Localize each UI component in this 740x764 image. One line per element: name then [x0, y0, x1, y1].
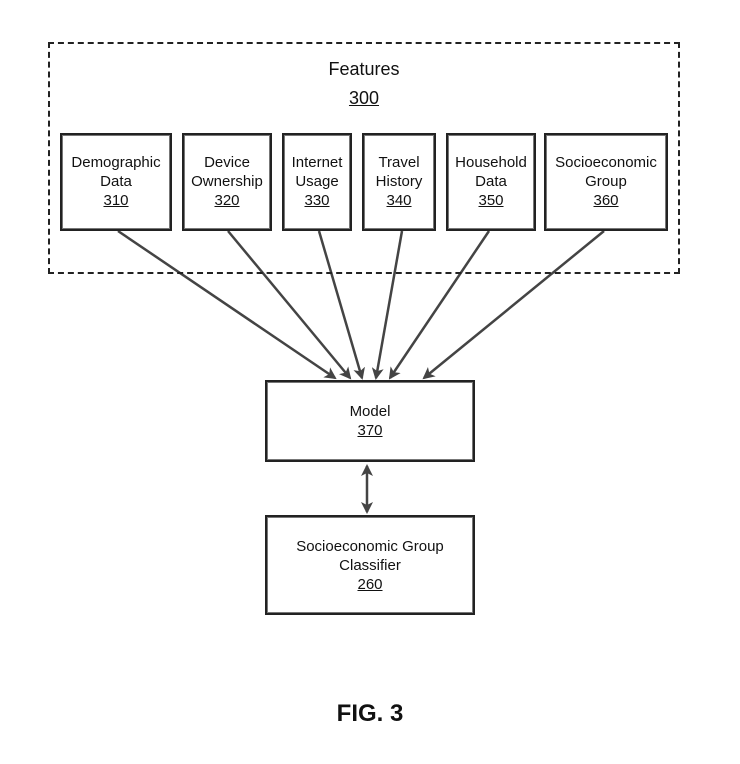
box-label-line2: Data	[475, 173, 507, 190]
box-label-line2: Group	[585, 173, 627, 190]
box-label-line2: Data	[100, 173, 132, 190]
connector-340-370	[371, 230, 404, 380]
socioeconomic-group-box: Socioeconomic Group 360	[544, 133, 668, 231]
box-label-line2: Usage	[295, 173, 339, 190]
box-label-line1: Socioeconomic	[555, 154, 657, 171]
travel-history-box: Travel History 340	[362, 133, 436, 231]
box-label-line2: History	[375, 173, 423, 190]
connector-350-370	[388, 230, 491, 380]
connector-330-370	[317, 230, 365, 380]
box-label-line1: Demographic	[71, 154, 161, 171]
model-ref: 370	[357, 422, 383, 439]
connector-group	[117, 229, 605, 514]
classifier-label-line1: Socioeconomic Group	[296, 538, 444, 555]
features-group-box	[48, 42, 680, 274]
figure-label: FIG. 3	[336, 700, 404, 727]
box-label-line1: Travel	[378, 154, 420, 171]
box-ref: 350	[478, 192, 504, 209]
socioeconomic-group-classifier-box: Socioeconomic Group Classifier 260	[265, 515, 475, 615]
box-label-line2: Ownership	[191, 173, 263, 190]
features-ref: 300	[348, 88, 380, 108]
box-ref: 330	[304, 192, 330, 209]
box-label-line1: Household	[455, 154, 527, 171]
box-ref: 320	[214, 192, 240, 209]
household-data-box: Household Data 350	[446, 133, 536, 231]
classifier-ref: 260	[357, 576, 383, 593]
features-title: Features	[328, 59, 400, 79]
demographic-data-box: Demographic Data 310	[60, 133, 172, 231]
connector-360-370	[422, 230, 605, 380]
internet-usage-box: Internet Usage 330	[282, 133, 352, 231]
box-label-line1: Internet	[291, 154, 343, 171]
connector-310-370	[117, 229, 337, 380]
classifier-label-line2: Classifier	[339, 557, 401, 574]
box-ref: 360	[593, 192, 619, 209]
device-ownership-box: Device Ownership 320	[182, 133, 272, 231]
model-label: Model	[349, 403, 391, 420]
connector-320-370	[227, 230, 352, 380]
box-ref: 340	[386, 192, 412, 209]
model-box: Model 370	[265, 380, 475, 462]
box-ref: 310	[103, 192, 129, 209]
box-label-line1: Device	[204, 154, 250, 171]
